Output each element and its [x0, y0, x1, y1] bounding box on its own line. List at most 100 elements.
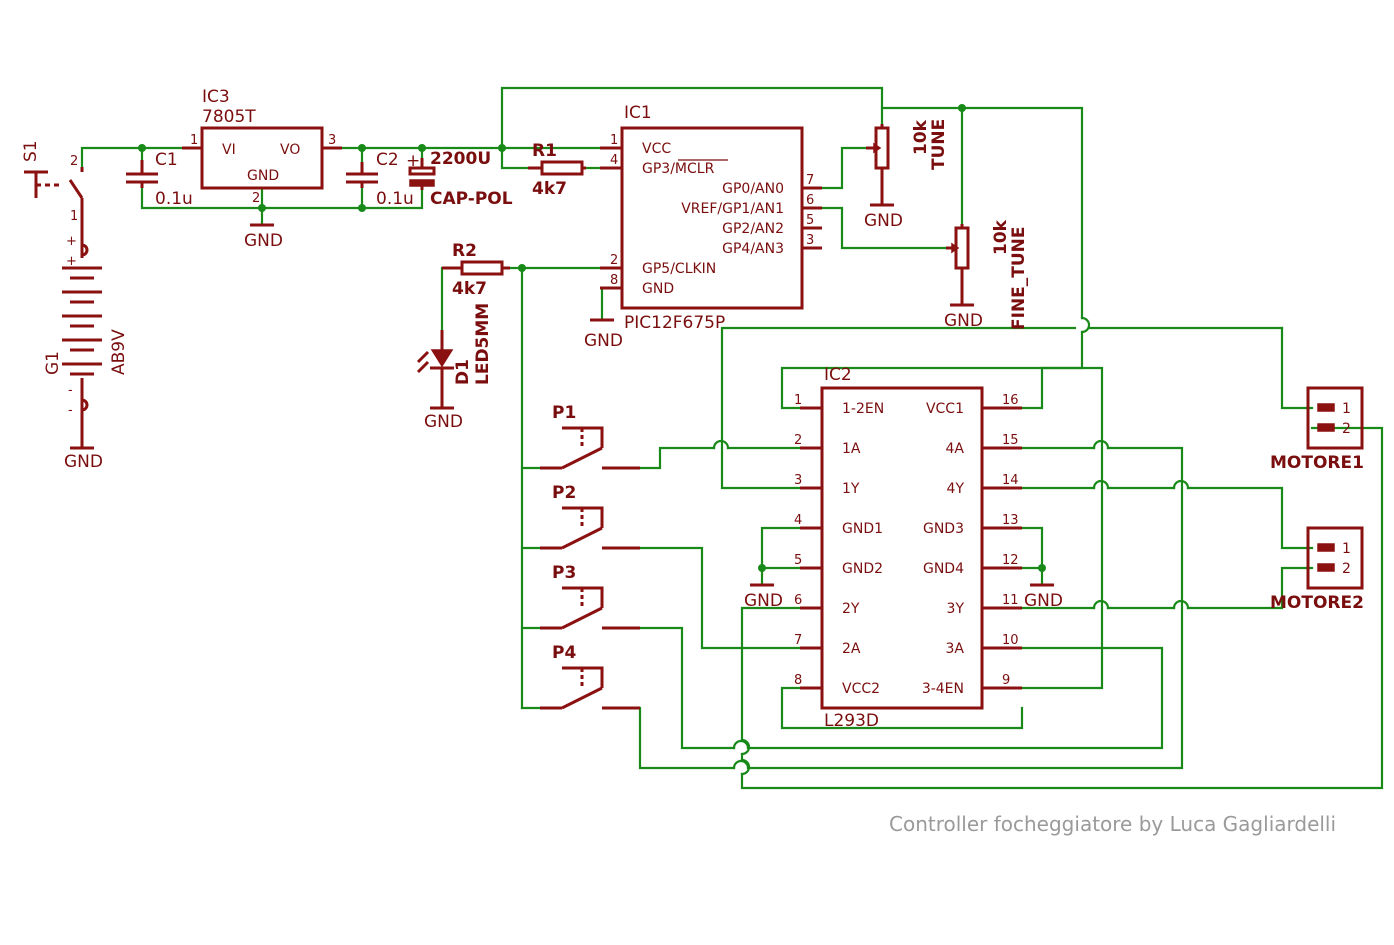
gnd-symbols: GND GND GND GND GND GND GND GND [64, 203, 1063, 611]
ic2-pin-label: 2Y [842, 601, 860, 617]
svg-text:GND: GND [1024, 591, 1063, 611]
svg-text:GND: GND [64, 452, 103, 472]
ic2-pin-label: GND4 [923, 561, 964, 577]
svg-text:1: 1 [190, 133, 198, 148]
svg-text:7: 7 [806, 173, 814, 188]
svg-text:P3: P3 [552, 563, 576, 583]
svg-text:IC3: IC3 [202, 87, 230, 107]
svg-text:+: + [66, 234, 77, 249]
driver-ic2: IC2 L293D 1-2EN11A21Y3GND14GND252Y62A7VC… [794, 365, 1022, 731]
svg-text:10k: 10k [911, 119, 931, 155]
wires [80, 86, 1384, 790]
capacitor-c2: C2 0.1u [346, 150, 414, 209]
svg-text:2: 2 [1342, 561, 1351, 577]
s1-label: S1 [21, 140, 41, 162]
svg-text:10k: 10k [991, 219, 1011, 255]
svg-text:GP2/AN2: GP2/AN2 [722, 221, 784, 237]
svg-text:C2: C2 [376, 150, 399, 170]
svg-text:GND: GND [744, 591, 783, 611]
svg-text:MOTORE2: MOTORE2 [1270, 593, 1364, 613]
svg-text:4: 4 [610, 153, 618, 168]
ic2-pin-number: 1 [794, 393, 802, 408]
ic2-pin-number: 3 [794, 473, 802, 488]
ic2-pin-label: VCC1 [926, 401, 964, 417]
svg-text:1: 1 [70, 209, 78, 224]
ic2-pin-number: 14 [1002, 473, 1019, 488]
ic2-pin-number: 15 [1002, 433, 1019, 448]
ic2-pin-number: 8 [794, 673, 802, 688]
capacitor-c1: C1 0.1u [126, 150, 193, 209]
svg-text:R2: R2 [452, 241, 477, 261]
svg-text:C1: C1 [155, 150, 178, 170]
svg-text:4k7: 4k7 [532, 179, 567, 199]
svg-text:4k7: 4k7 [452, 279, 487, 299]
ic2-pin-number: 4 [794, 513, 802, 528]
potentiometer-fine-tune: 10k FINE_TUNE [946, 219, 1029, 330]
svg-text:0.1u: 0.1u [155, 189, 193, 209]
ic2-pin-number: 7 [794, 633, 802, 648]
svg-text:IC1: IC1 [624, 103, 652, 123]
resistor-r2: R2 4k7 [442, 241, 510, 299]
svg-text:IC2: IC2 [824, 365, 852, 385]
svg-text:P2: P2 [552, 483, 576, 503]
svg-text:0.1u: 0.1u [376, 189, 414, 209]
ic2-pin-number: 2 [794, 433, 802, 448]
resistor-r1: R1 4k7 [528, 141, 586, 199]
capacitor-polarized: + 2200U CAP-POL [406, 149, 513, 209]
ic2-pin-label: 1-2EN [842, 401, 884, 417]
caption: Controller focheggiatore by Luca Gagliar… [889, 812, 1337, 836]
ic2-pin-label: 3Y [947, 601, 965, 617]
ic2-pin-number: 9 [1002, 673, 1010, 688]
svg-text:GP0/AN0: GP0/AN0 [722, 181, 784, 197]
svg-text:6: 6 [806, 193, 814, 208]
svg-text:GND: GND [424, 412, 463, 432]
junctions [138, 104, 1046, 572]
ic2-pin-label: GND2 [842, 561, 883, 577]
g1-label: G1 [43, 351, 63, 375]
svg-text:FINE_TUNE: FINE_TUNE [1009, 226, 1029, 330]
ic2-pin-label: 1A [842, 441, 861, 457]
svg-text:VREF/GP1/AN1: VREF/GP1/AN1 [681, 201, 784, 217]
battery-g1: + + - - G1 AB9V [43, 212, 129, 448]
svg-text:L293D: L293D [824, 711, 879, 731]
ic2-pin-label: 1Y [842, 481, 860, 497]
potentiometer-tune: 10k TUNE [866, 119, 949, 205]
svg-text:CAP-POL: CAP-POL [430, 189, 513, 209]
ic2-pin-label: 4Y [947, 481, 965, 497]
svg-text:GND: GND [584, 331, 623, 351]
svg-text:5: 5 [806, 213, 814, 228]
svg-text:2: 2 [1342, 421, 1351, 437]
svg-text:2: 2 [610, 253, 618, 268]
svg-text:VI: VI [222, 142, 236, 158]
svg-text:GND: GND [864, 211, 903, 231]
svg-text:+: + [406, 151, 420, 171]
svg-text:1: 1 [1342, 401, 1351, 417]
ic2-pin-number: 16 [1002, 393, 1019, 408]
pushbutton-p4: P4 [540, 643, 640, 710]
svg-text:LED5MM: LED5MM [473, 303, 493, 385]
svg-text:1: 1 [1342, 541, 1351, 557]
svg-text:MOTORE1: MOTORE1 [1270, 453, 1364, 473]
ic2-pin-label: VCC2 [842, 681, 880, 697]
g1-value: AB9V [109, 329, 129, 375]
svg-text:3: 3 [328, 133, 336, 148]
regulator-ic3: IC3 7805T VI VO GND 1 3 2 [182, 87, 342, 206]
ic2-pin-number: 12 [1002, 553, 1019, 568]
connector-motore2: 1 2 MOTORE2 [1270, 526, 1364, 613]
connector-motore1: 1 2 MOTORE1 [1270, 386, 1364, 473]
svg-text:8: 8 [610, 273, 618, 288]
svg-text:1: 1 [610, 133, 618, 148]
svg-text:-: - [68, 383, 73, 398]
svg-text:3: 3 [806, 233, 814, 248]
svg-text:-: - [68, 403, 73, 418]
svg-text:R1: R1 [532, 141, 557, 161]
ic2-pin-label: 3-4EN [922, 681, 964, 697]
ic2-pin-label: GND3 [923, 521, 964, 537]
svg-text:GND: GND [642, 281, 674, 297]
ic2-pin-label: 3A [946, 641, 965, 657]
svg-text:GP3/MCLR: GP3/MCLR [642, 161, 715, 177]
led-d1: D1 LED5MM [416, 303, 493, 408]
pushbutton-p3: P3 [540, 563, 640, 630]
svg-text:GND: GND [944, 311, 983, 331]
